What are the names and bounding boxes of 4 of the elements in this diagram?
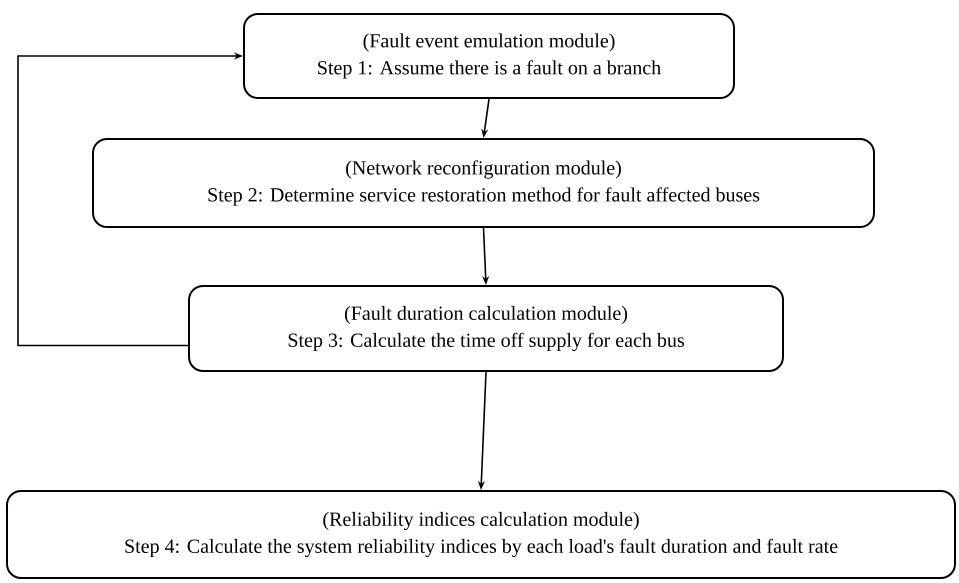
process-box: (Reliability indices calculation module) Step 4: Calculate the system reliability indices by each load's fault duration and fault rate bbox=[6, 490, 956, 579]
process-box: (Network reconfiguration module) Step 2: Determine service restoration method for fault affected buses bbox=[92, 138, 875, 228]
process-box: (Fault duration calculation module) Step 3: Calculate the time off supply for each bus bbox=[188, 285, 784, 372]
process-box: (Fault event emulation module) Step 1: Assume there is a fault on a branch bbox=[243, 13, 735, 99]
